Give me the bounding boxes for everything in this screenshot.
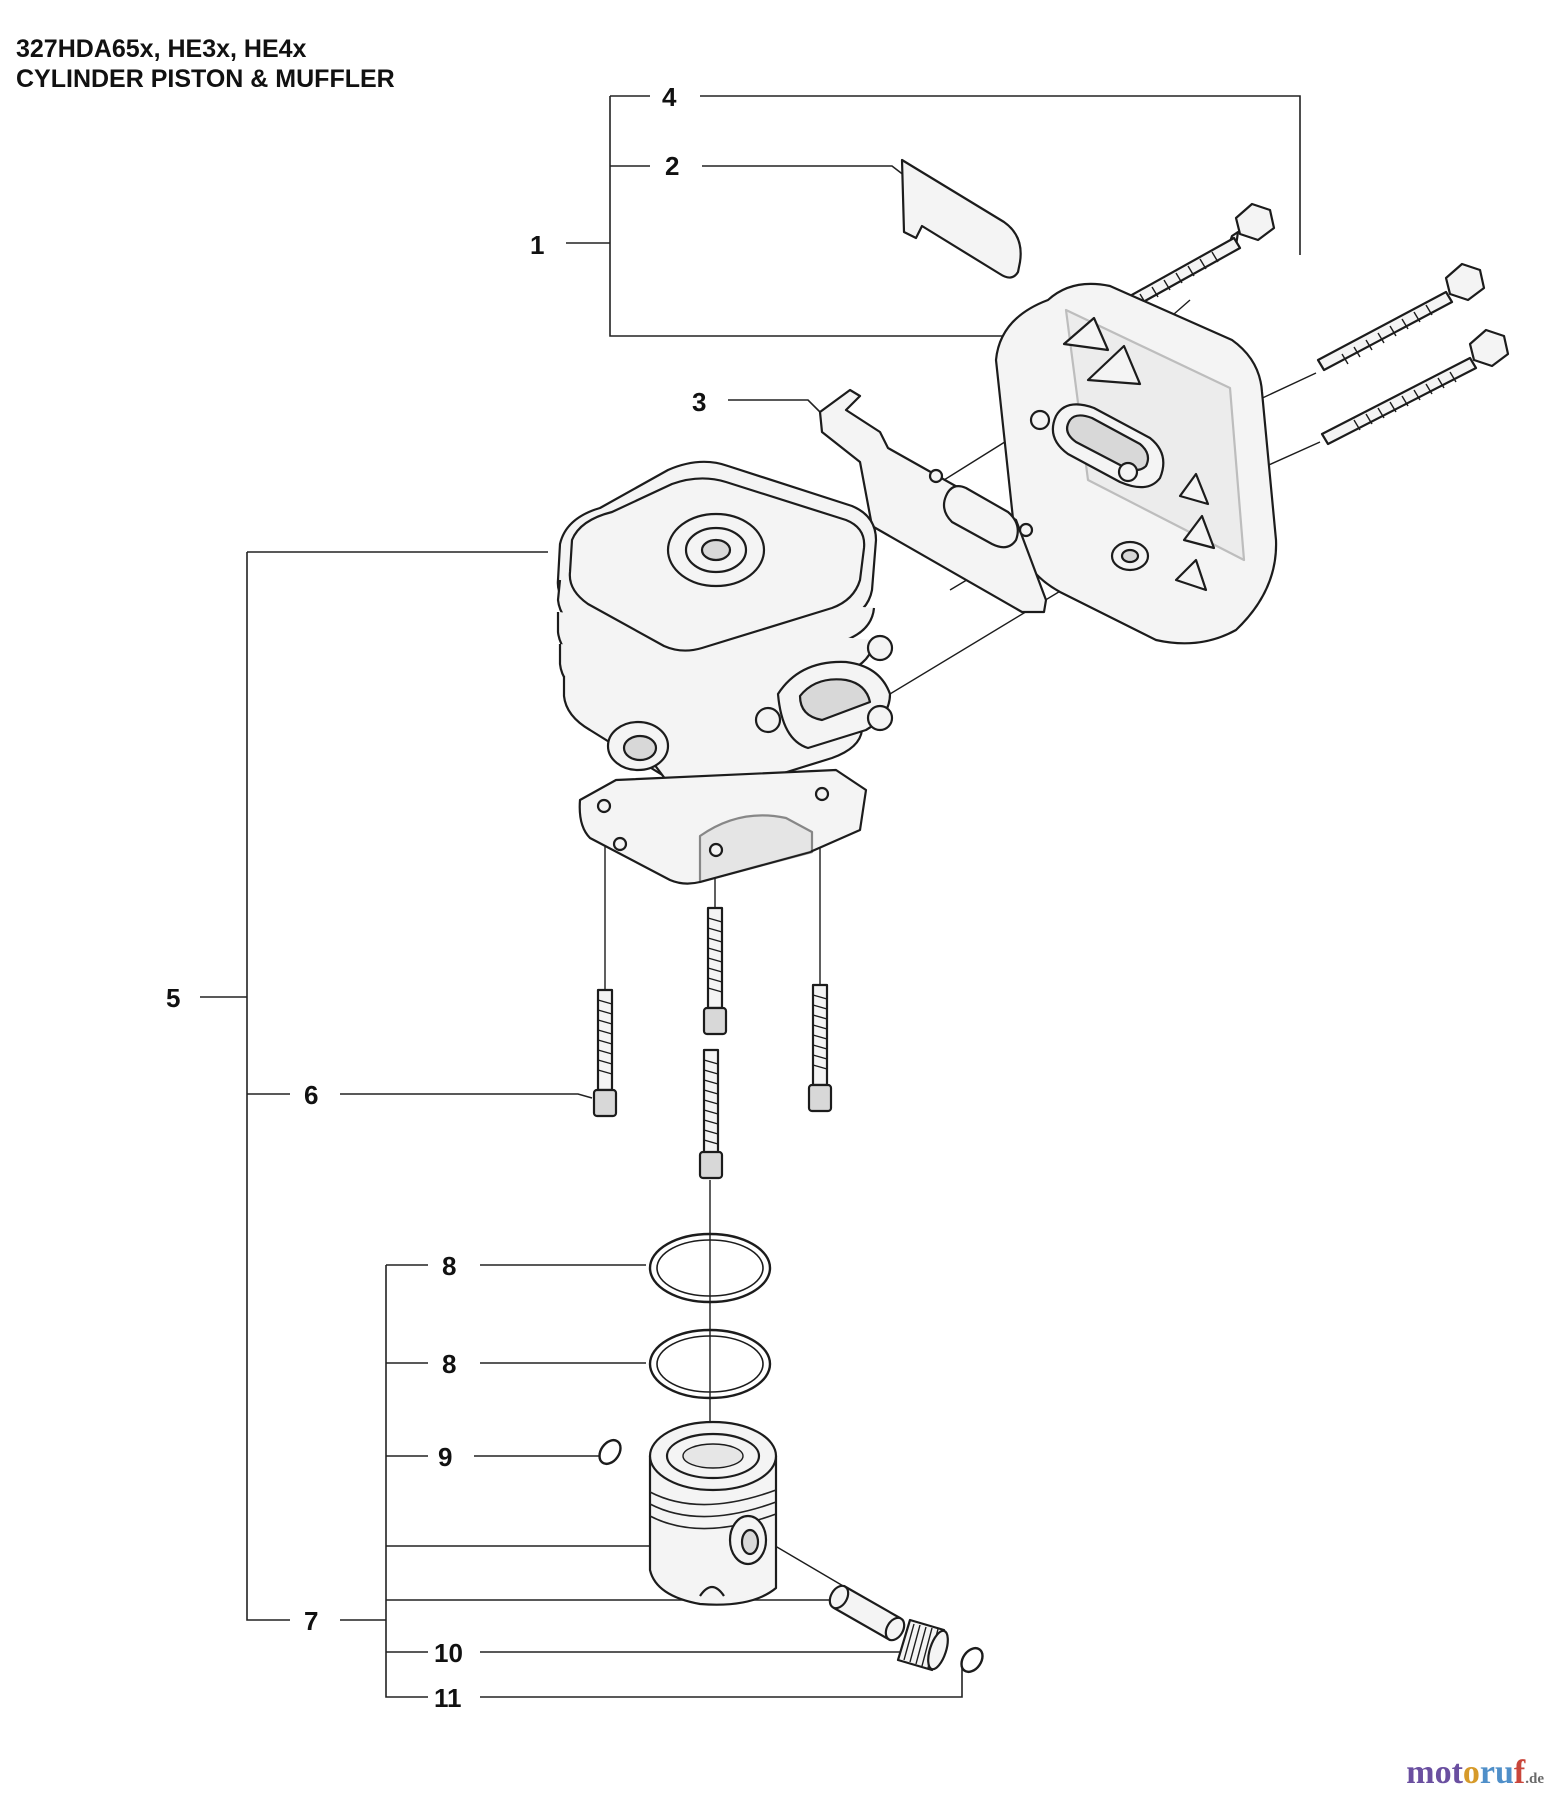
- callout-7: 7: [304, 1606, 318, 1636]
- piston-ring-upper: [648, 1232, 772, 1304]
- callout-9: 9: [438, 1442, 452, 1472]
- watermark-part-3: ru: [1479, 1754, 1514, 1791]
- piston-pin: [828, 1584, 906, 1642]
- muffler-bolt-bottom: [1320, 328, 1510, 446]
- part-4-muffler-bolts: [1110, 202, 1510, 446]
- watermark-suffix: .de: [1525, 1771, 1544, 1787]
- callout-8-lower-ring: 8: [442, 1349, 456, 1379]
- leader-3: [728, 399, 821, 413]
- part-2-heat-shield: [900, 158, 1022, 279]
- callout-4: 4: [662, 82, 677, 112]
- cylinder-screw-left: [592, 988, 618, 1118]
- model-line: 327HDA65x, HE3x, HE4x: [16, 35, 307, 63]
- bracket-group-5: [246, 552, 290, 1621]
- bracket-group-7: [385, 1265, 428, 1698]
- leader-lines: [200, 95, 1301, 1698]
- callout-numbers: 4 2 1 3 5 6 8 8 9 7 10 11: [166, 82, 706, 1713]
- cylinder-screw-right: [807, 983, 833, 1113]
- watermark-part-4: f: [1513, 1754, 1526, 1791]
- callout-5: 5: [166, 983, 180, 1013]
- muffler-body: [994, 282, 1278, 645]
- cylinder-screw-center-upper: [702, 906, 728, 1036]
- piston-ring-lower: [648, 1328, 772, 1400]
- muffler-bolt-middle: [1316, 262, 1486, 372]
- piston: [648, 1420, 778, 1606]
- part-3-bracket: [818, 388, 1048, 614]
- callout-3: 3: [692, 387, 706, 417]
- watermark-part-2: o: [1462, 1754, 1480, 1791]
- callout-10: 10: [434, 1638, 463, 1668]
- part-11-circlip: [960, 1646, 984, 1674]
- leader-6: [340, 1093, 593, 1099]
- callout-8-upper-ring: 8: [442, 1251, 456, 1281]
- section-title: CYLINDER PISTON & MUFFLER: [16, 65, 395, 93]
- cylinder-screw-center-lower: [698, 1048, 724, 1180]
- leader-4: [700, 95, 1301, 255]
- callout-2: 2: [665, 151, 679, 181]
- bracket-group-1: [609, 96, 1008, 337]
- title-block: 327HDA65x, HE3x, HE4x CYLINDER PISTON & …: [16, 34, 395, 94]
- leader-11: [480, 1668, 963, 1698]
- watermark-logo: motoruf.de: [1406, 1754, 1544, 1792]
- callout-11: 11: [434, 1683, 462, 1713]
- callout-6: 6: [304, 1080, 318, 1110]
- part-9-circlip: [598, 1438, 622, 1466]
- part-5-cylinder: [556, 460, 894, 885]
- callout-1: 1: [530, 230, 544, 260]
- part-10-needle-bearing: [896, 1618, 949, 1672]
- watermark-part-1: mot: [1406, 1754, 1463, 1791]
- part-8-piston-rings: [648, 1232, 772, 1400]
- part-6-cylinder-screws: [592, 906, 833, 1180]
- leader-2: [702, 165, 906, 177]
